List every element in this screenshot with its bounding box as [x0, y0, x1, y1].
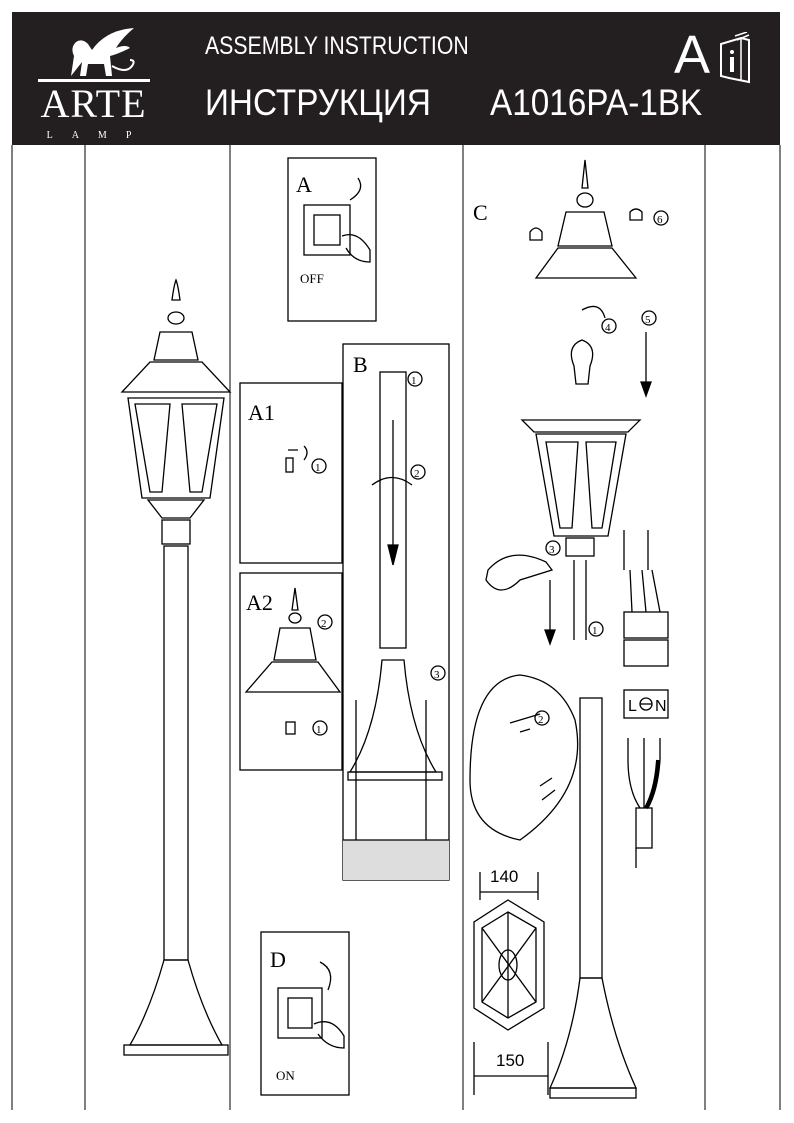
- panel-b-label: B: [353, 352, 368, 377]
- step-number: 1: [592, 625, 598, 637]
- step-number: 2: [538, 714, 544, 726]
- brand-name: ARTE: [40, 81, 147, 126]
- wire-label-neutral: N: [655, 698, 667, 715]
- base-width-dimension: 150: [496, 1051, 524, 1070]
- step-number: 1: [411, 375, 417, 387]
- model-number: A1016PA-1BK: [490, 82, 703, 123]
- language-letter: A: [674, 25, 711, 85]
- full-lamp-illustration: [120, 278, 232, 1056]
- step-number: 5: [645, 314, 651, 326]
- wire-label-live: L: [628, 698, 637, 715]
- panel-a-label: A: [296, 172, 312, 197]
- panel-d-label: D: [270, 947, 286, 972]
- step-number: 2: [321, 618, 327, 630]
- column-dividers: [11, 145, 781, 1110]
- step-number: 1: [315, 462, 321, 474]
- switch-on-label: ON: [276, 1068, 295, 1083]
- top-width-dimension: 140: [490, 867, 518, 886]
- panel-c-lamp-assembly: C L N 1 2: [469, 159, 669, 1099]
- step-number: 6: [657, 214, 663, 226]
- switch-off-label: OFF: [300, 271, 324, 286]
- panel-b-post-mounting: B 1 2 3: [342, 343, 450, 881]
- panel-a2: A2 2 1: [239, 572, 343, 771]
- manual-book-icon: [720, 32, 750, 84]
- step-number: 4: [605, 322, 611, 334]
- panel-d-switch-on: D ON: [260, 931, 350, 1096]
- title-russian: ИНСТРУКЦИЯ: [205, 82, 431, 123]
- header-band: ARTE LAMP ASSEMBLY INSTRUCTION ИНСТРУКЦИ…: [12, 12, 780, 145]
- step-number: 3: [434, 669, 440, 681]
- title-english: ASSEMBLY INSTRUCTION: [205, 32, 469, 60]
- arte-lamp-logo: ARTE LAMP: [26, 26, 161, 144]
- panel-a1: A1 1: [239, 382, 343, 564]
- top-view-dimensions: 140 150: [473, 867, 549, 1095]
- brand-subtitle: LAMP: [46, 130, 151, 141]
- panel-a1-label: A1: [248, 400, 275, 425]
- step-number: 1: [316, 724, 322, 736]
- panel-a2-label: A2: [246, 590, 273, 615]
- step-number: 3: [549, 544, 555, 556]
- panel-a-switch-off: A OFF: [287, 157, 377, 322]
- step-number: 2: [414, 468, 420, 480]
- panel-c-label: C: [473, 200, 488, 225]
- griffin-logo-icon: [38, 28, 150, 82]
